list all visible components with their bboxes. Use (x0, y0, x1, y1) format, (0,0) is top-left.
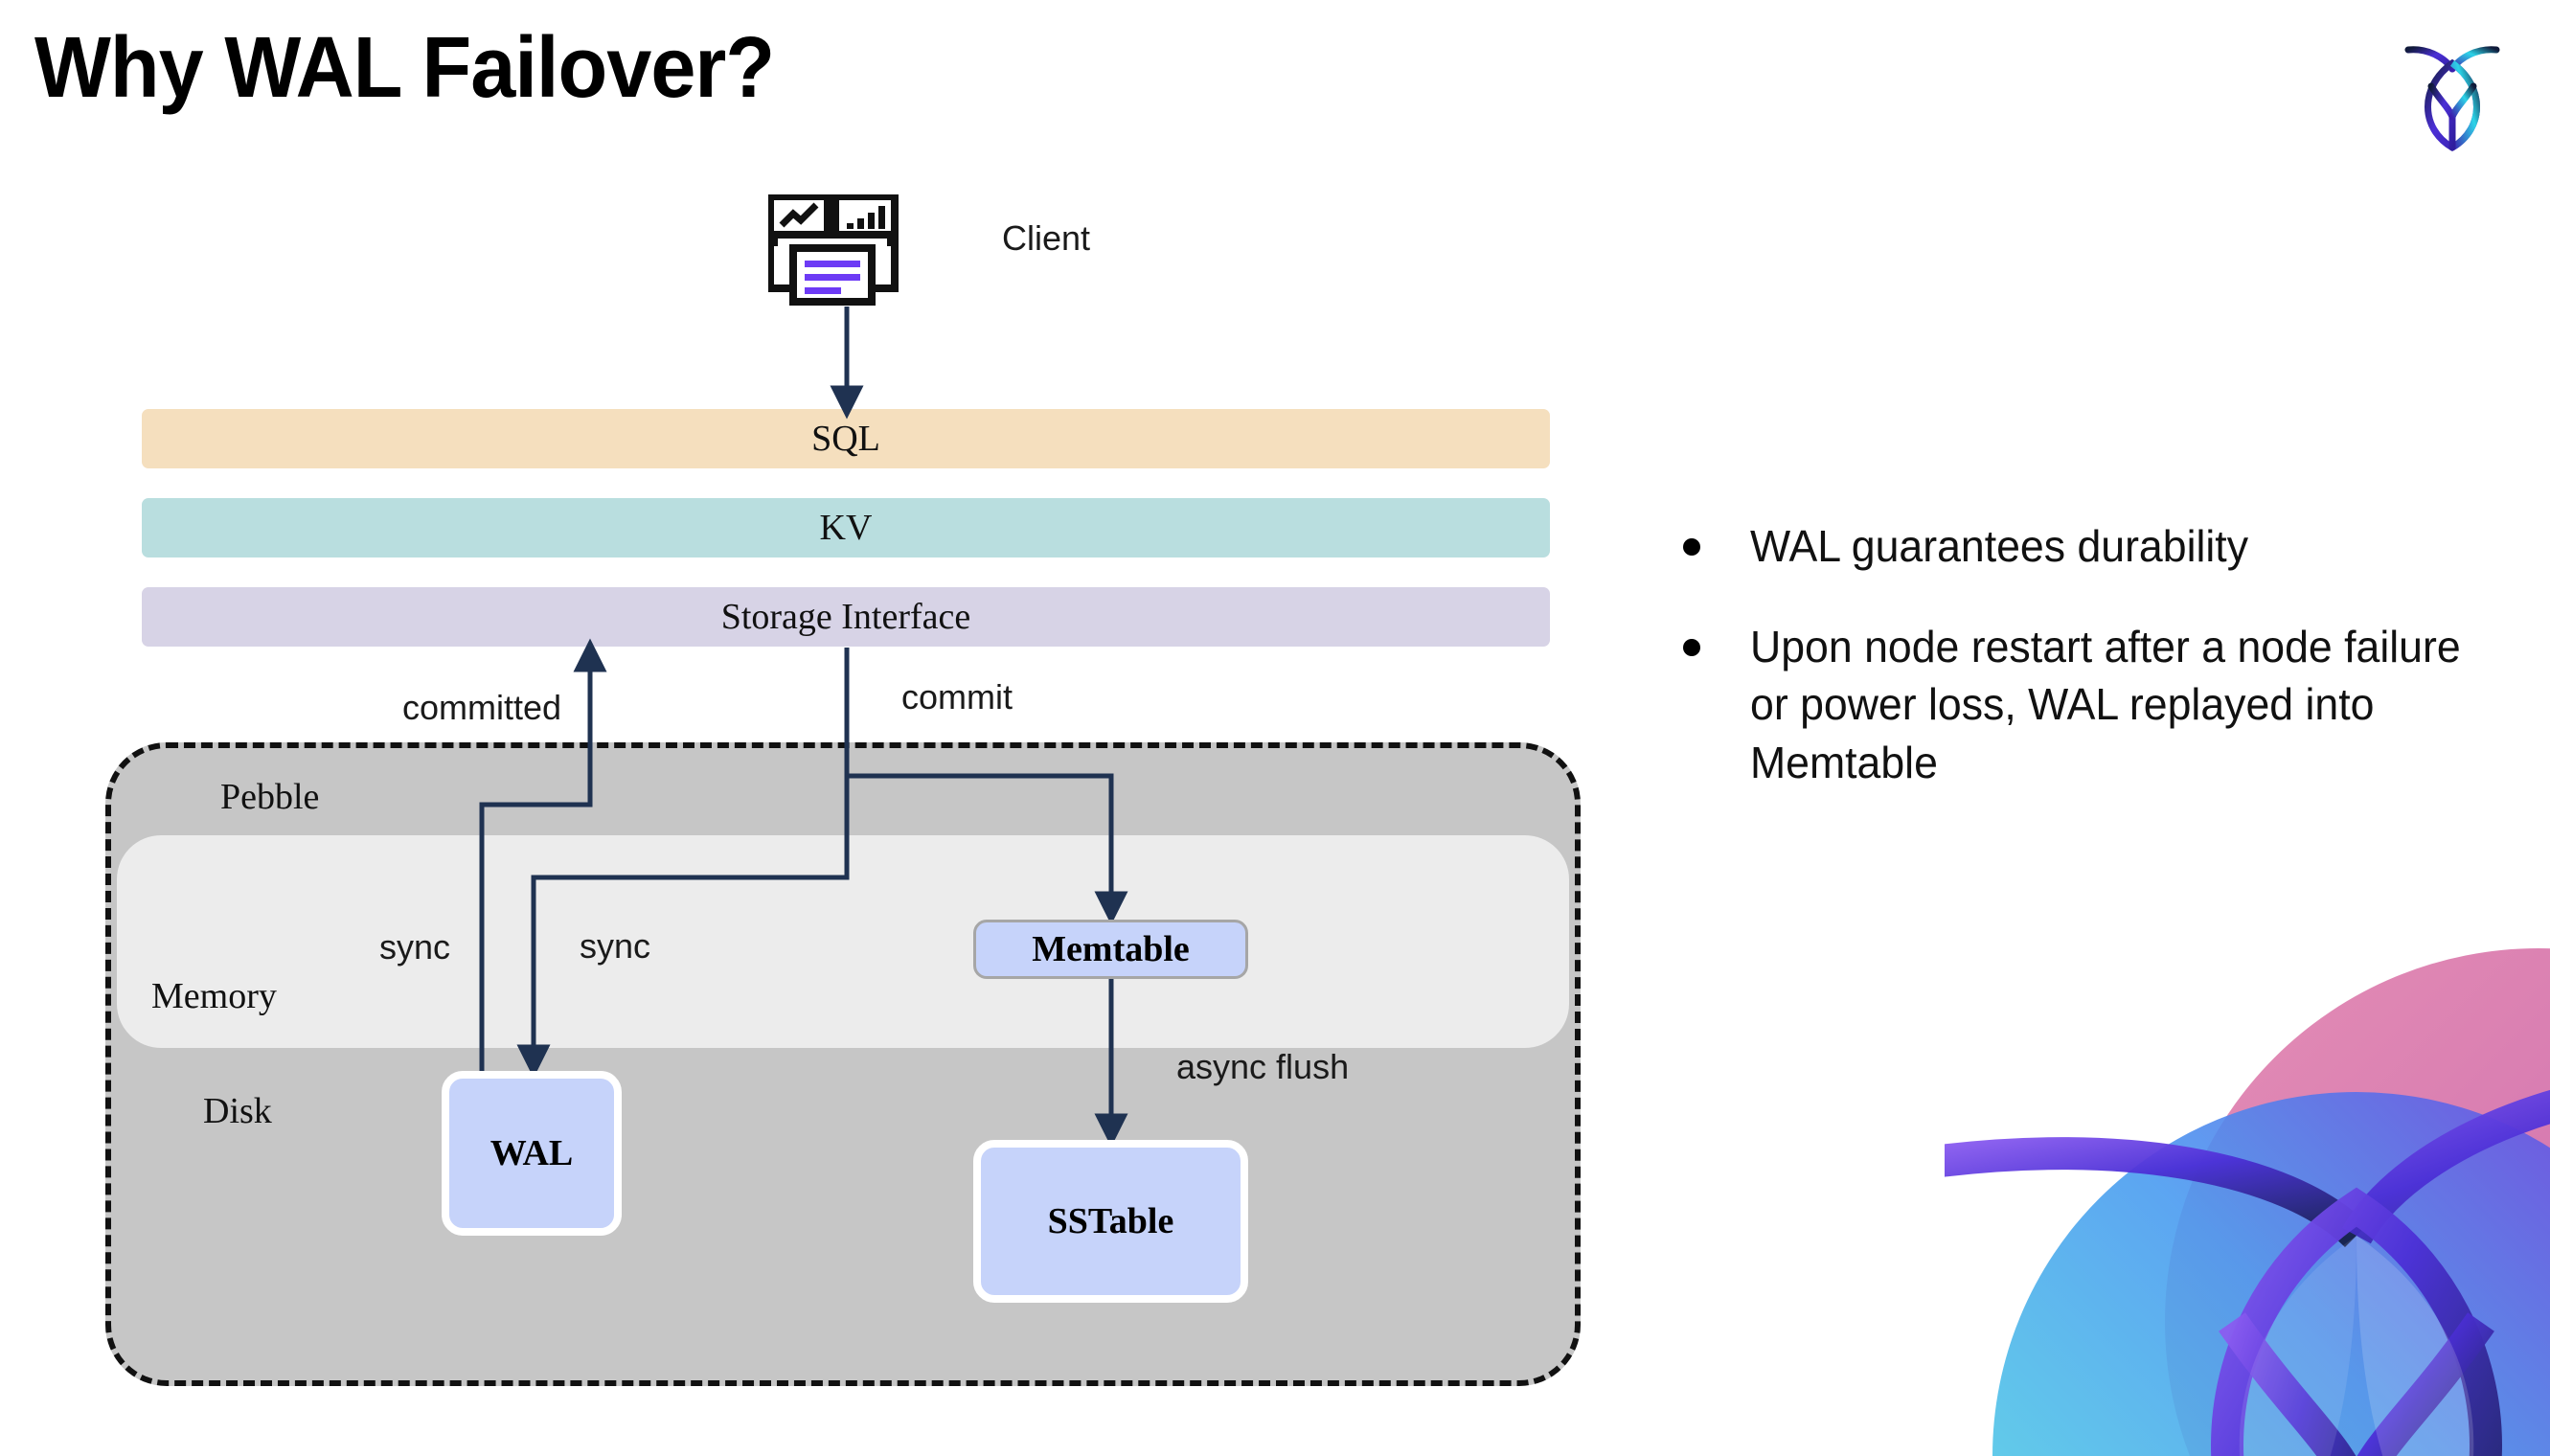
diagram-connectors (479, 307, 1128, 1148)
disk-label: Disk (203, 1091, 272, 1131)
cockroach-leaf-logo-icon (2395, 29, 2510, 153)
edge-label-sync-left: sync (379, 927, 451, 967)
node-sstable: SSTable (973, 1140, 1248, 1303)
layer-bar-storage-interface-label: Storage Interface (720, 597, 971, 637)
wal-architecture-diagram: Client SQL KV Storage Interface Pebble M… (105, 193, 1581, 1386)
edge-label-commit: commit (901, 677, 1013, 717)
node-memtable: Memtable (973, 920, 1248, 979)
bullet-text: Upon node restart after a node failure o… (1750, 621, 2461, 788)
page-title: Why WAL Failover? (34, 20, 775, 116)
node-sstable-label: SSTable (1047, 1201, 1174, 1241)
memory-region (117, 835, 1569, 1048)
memory-label: Memory (151, 976, 277, 1016)
layer-bar-storage-interface: Storage Interface (142, 587, 1550, 647)
layer-bar-sql: SQL (142, 409, 1550, 468)
node-wal-label: WAL (490, 1133, 574, 1173)
bullet-text: WAL guarantees durability (1750, 521, 2249, 571)
edge-label-committed: committed (402, 688, 562, 727)
edge-label-sync-right: sync (580, 926, 651, 966)
client-dashboard-icon (766, 193, 923, 309)
bullet-list: WAL guarantees durability Upon node rest… (1683, 517, 2497, 834)
list-item: Upon node restart after a node failure o… (1683, 618, 2497, 792)
node-memtable-label: Memtable (1032, 929, 1190, 969)
node-wal: WAL (442, 1071, 622, 1236)
layer-bar-kv-label: KV (819, 508, 873, 548)
layer-bar-kv: KV (142, 498, 1550, 557)
client-label: Client (1002, 218, 1091, 258)
bullet-dot-icon (1683, 638, 1700, 656)
pebble-label: Pebble (220, 777, 320, 817)
edge-label-async-flush: async flush (1176, 1047, 1350, 1086)
list-item: WAL guarantees durability (1683, 517, 2497, 576)
bullet-dot-icon (1683, 538, 1700, 556)
layer-bar-sql-label: SQL (811, 419, 880, 459)
cockroach-leaf-watermark-icon (1945, 920, 2550, 1456)
